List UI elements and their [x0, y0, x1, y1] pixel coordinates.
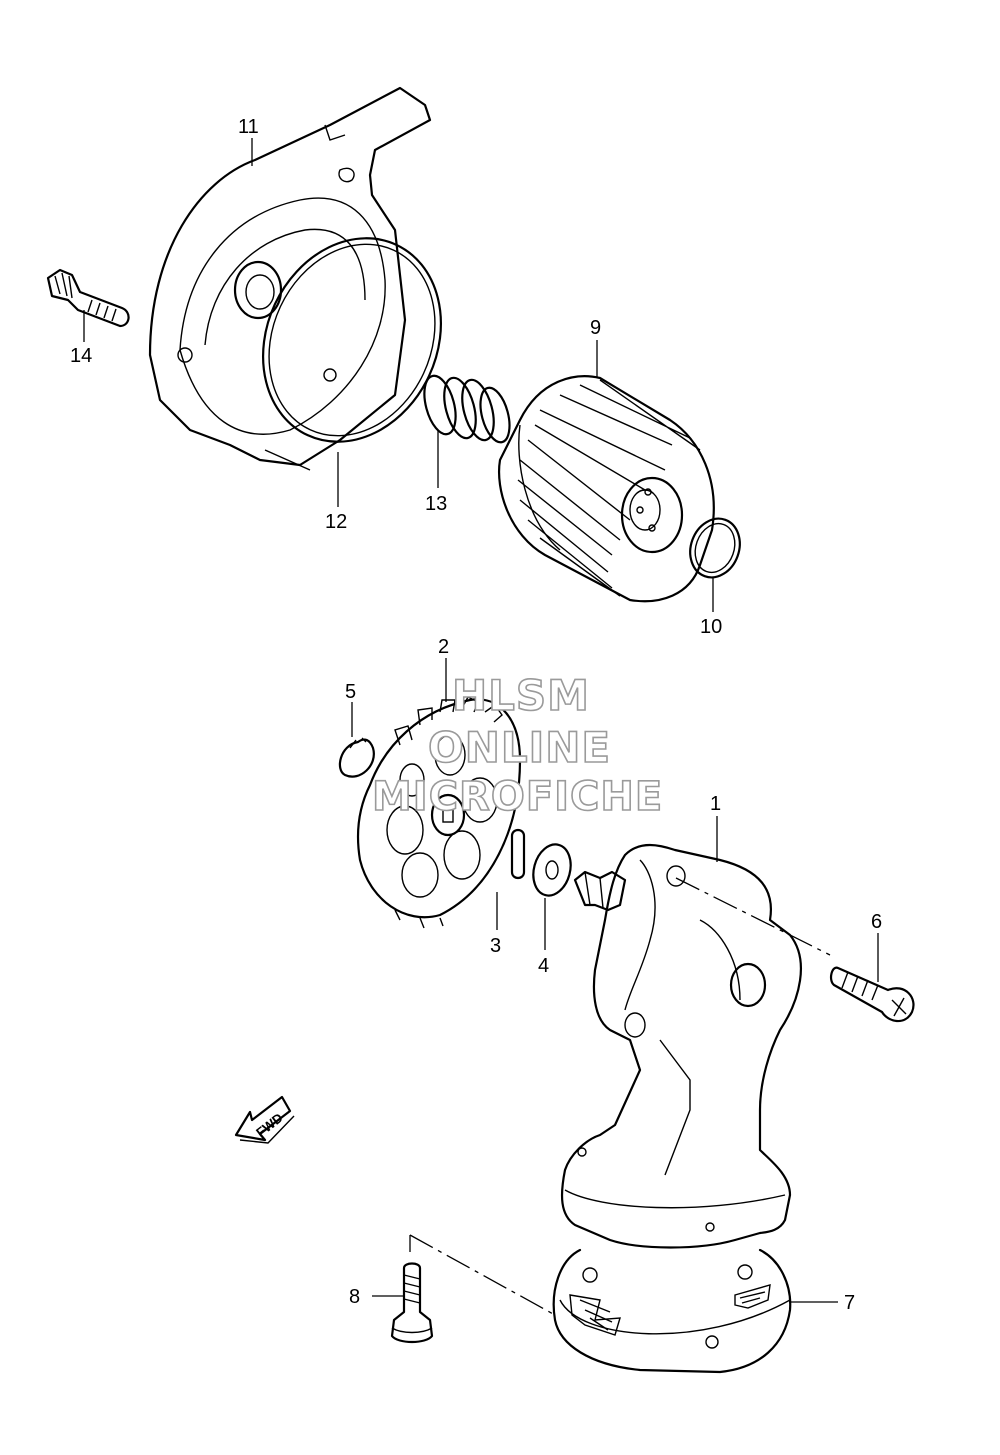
callout-13: 13 — [425, 493, 447, 515]
fwd-direction-arrow: FWD — [234, 1095, 295, 1144]
watermark-line-3: MICROFICHE — [372, 774, 663, 820]
part-9-oil-filter — [498, 375, 715, 603]
part-13-spring — [423, 374, 511, 444]
part-5-circlip — [338, 737, 375, 778]
leader-lines — [83, 138, 879, 1316]
callout-numbers: 11 14 12 13 9 10 2 5 3 4 1 6 8 7 — [70, 116, 882, 1314]
watermark-line-1: HLSM — [452, 671, 590, 720]
callout-7: 7 — [844, 1292, 855, 1314]
part-7-strainer — [552, 1248, 792, 1374]
callout-3: 3 — [490, 935, 501, 957]
part-11-filter-cover — [148, 86, 432, 471]
callout-8: 8 — [349, 1286, 360, 1308]
part-3-pin — [510, 828, 526, 880]
watermark: HLSM ONLINE MICROFICHE — [371, 670, 663, 821]
callout-2: 2 — [438, 636, 449, 658]
callout-6: 6 — [871, 911, 882, 933]
watermark-line-2: ONLINE — [428, 723, 611, 772]
part-8-flange-bolt — [390, 1262, 434, 1344]
part-1-oil-pump — [560, 843, 802, 1249]
part-10-o-ring — [689, 517, 741, 579]
callout-14: 14 — [70, 345, 92, 367]
callout-4: 4 — [538, 955, 549, 977]
callout-12: 12 — [325, 511, 347, 533]
part-14-bolt — [46, 268, 130, 328]
callout-1: 1 — [710, 793, 721, 815]
callout-11: 11 — [238, 116, 259, 138]
callout-10: 10 — [700, 616, 722, 638]
callout-5: 5 — [345, 681, 356, 703]
part-2-gear — [356, 696, 522, 929]
callout-9: 9 — [590, 317, 601, 339]
part-4-washer — [532, 843, 572, 897]
part-12-o-ring — [261, 237, 443, 443]
part-6-screw — [829, 966, 915, 1023]
